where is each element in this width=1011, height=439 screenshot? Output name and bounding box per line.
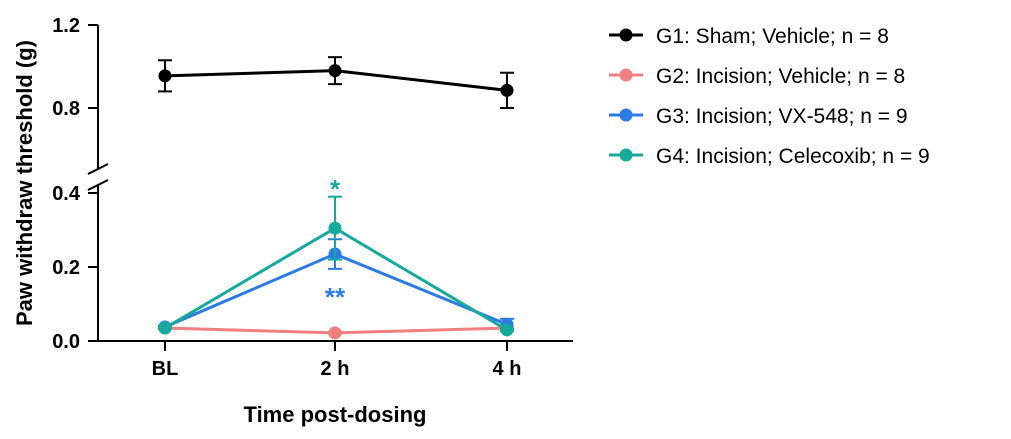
x-axis-title: Time post-dosing <box>244 402 427 427</box>
legend-item: G3: Incision; VX-548; n = 9 <box>609 105 908 128</box>
x-tick-label: BL <box>152 358 179 380</box>
y-tick-label: 0.4 <box>52 183 81 205</box>
series-layer <box>158 56 514 340</box>
legend: G1: Sham; Vehicle; n = 8 G2: Incision; Ve… <box>609 25 930 168</box>
legend-item: G4: Incision; Celecoxib; n = 9 <box>609 145 930 168</box>
legend-label: G3: Incision; VX-548; n = 9 <box>656 105 908 128</box>
series-4 <box>158 195 514 337</box>
legend-swatch-marker <box>619 148 633 162</box>
data-point <box>158 69 172 83</box>
legend-item: G2: Incision; Vehicle; n = 8 <box>609 65 905 88</box>
legend-label: G4: Incision; Celecoxib; n = 9 <box>656 145 930 168</box>
legend-swatch-marker <box>619 68 633 82</box>
y-tick-label: 0.8 <box>52 98 80 120</box>
y-tick-label: 0.0 <box>52 331 80 353</box>
legend-swatch-marker <box>619 28 633 42</box>
y-axis-title: Paw withdraw threshold (g) <box>12 40 37 326</box>
data-point <box>500 323 514 337</box>
x-tick-label: 4 h <box>493 358 522 380</box>
legend-label: G1: Sham; Vehicle; n = 8 <box>656 25 889 48</box>
y-tick-label: 0.2 <box>52 257 80 279</box>
legend-item: G1: Sham; Vehicle; n = 8 <box>609 25 889 48</box>
data-point <box>328 326 342 340</box>
legend-label: G2: Incision; Vehicle; n = 8 <box>656 65 905 88</box>
significance-marker: ** <box>325 282 346 312</box>
x-ticks: BL 2 h 4 h <box>152 341 522 380</box>
series-1 <box>158 56 514 109</box>
y-tick-label: 1.2 <box>52 15 80 37</box>
data-point <box>328 64 342 78</box>
annotations: *** <box>325 174 346 312</box>
y-ticks: 0.0 0.2 0.4 0.8 1.2 <box>52 15 98 353</box>
axis-break-mark-bottom <box>87 179 109 191</box>
data-point <box>328 221 342 235</box>
data-point <box>158 321 172 335</box>
legend-swatch-marker <box>619 108 633 122</box>
axis-break-mark-top <box>87 163 109 175</box>
series-2 <box>158 321 514 340</box>
significance-marker: * <box>330 174 341 204</box>
x-tick-label: 2 h <box>321 358 350 380</box>
data-point <box>500 83 514 97</box>
